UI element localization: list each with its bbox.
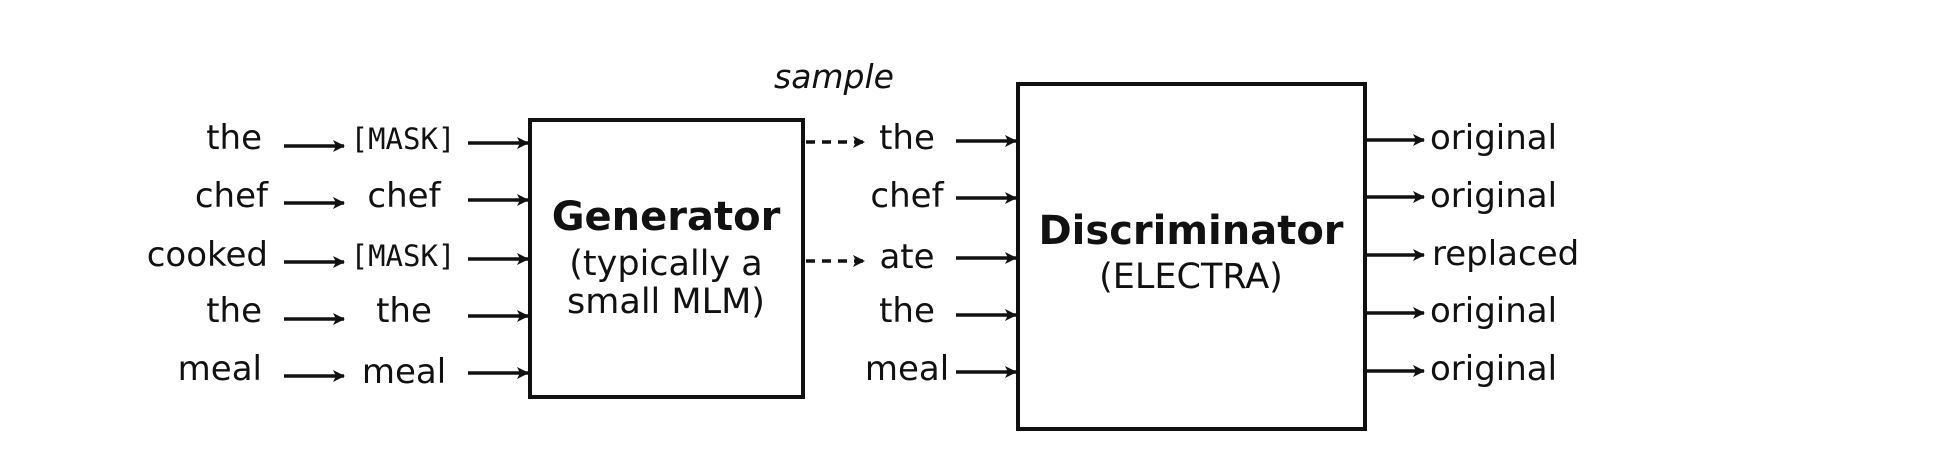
generator-title: Generator <box>552 194 781 240</box>
discriminator-box: Discriminator (ELECTRA) <box>1016 82 1367 431</box>
discriminator-border <box>1016 82 1367 431</box>
masked-tokens: [MASK] chef [MASK] the meal <box>351 122 456 392</box>
output-labels: original original replaced original orig… <box>1430 118 1579 389</box>
input-token-meal: meal <box>178 349 262 389</box>
output-arrows <box>1367 134 1425 377</box>
discriminator-subtitle: (ELECTRA) <box>1099 257 1283 297</box>
masked-token-chef: chef <box>367 176 441 216</box>
discriminator-input-arrows <box>956 135 1017 378</box>
sampled-token-the-1: the <box>879 118 935 158</box>
output-label-2: original <box>1430 176 1557 216</box>
sampled-tokens: the chef ate the meal <box>865 118 949 389</box>
generator-border <box>528 118 805 399</box>
masked-token-mask-1: [MASK] <box>351 122 456 156</box>
input-token-chef: chef <box>195 176 269 216</box>
discriminator-title: Discriminator <box>1038 208 1343 254</box>
output-label-4: original <box>1430 291 1557 331</box>
masked-token-mask-2: [MASK] <box>351 239 456 273</box>
generator-subtitle-line2: small MLM) <box>567 282 765 322</box>
input-token-cooked: cooked <box>147 235 268 275</box>
generator-box: Generator (typically a small MLM) <box>528 118 805 399</box>
sampled-token-meal: meal <box>865 349 949 389</box>
masked-token-meal: meal <box>362 352 446 392</box>
mask-arrows <box>284 140 345 382</box>
sampled-token-the-2: the <box>879 291 935 331</box>
sampled-token-ate: ate <box>879 237 934 277</box>
sample-label: sample <box>774 57 894 96</box>
output-label-1: original <box>1430 118 1557 158</box>
input-token-the-1: the <box>206 118 262 158</box>
masked-token-the: the <box>376 291 432 331</box>
sample-arrows <box>806 136 865 267</box>
generator-subtitle-line1: (typically a <box>569 244 762 284</box>
generator-input-arrows <box>468 137 529 379</box>
input-token-the-2: the <box>206 291 262 331</box>
output-label-5: original <box>1430 349 1557 389</box>
sampled-token-chef: chef <box>870 176 944 216</box>
output-label-3: replaced <box>1432 234 1579 274</box>
input-tokens: the chef cooked the meal <box>147 118 269 389</box>
